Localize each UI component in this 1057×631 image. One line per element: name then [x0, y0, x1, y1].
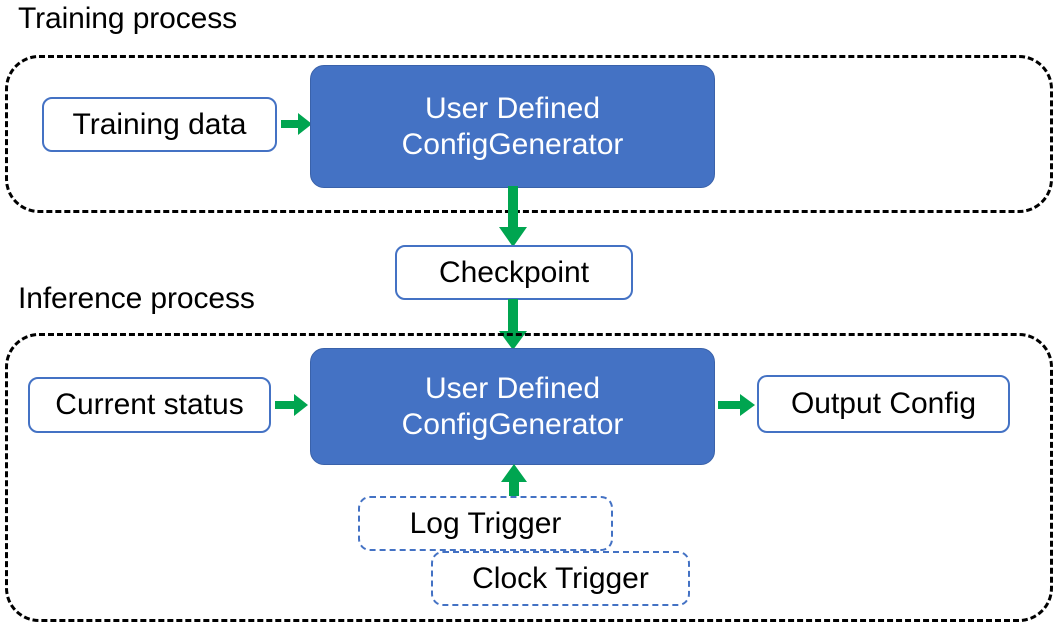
- output-config-box[interactable]: Output Config: [757, 375, 1010, 433]
- training-config-generator-block[interactable]: User Defined ConfigGenerator: [310, 65, 715, 188]
- arrow-generator-to-output-config: [718, 392, 756, 418]
- arrow-current-status-to-generator: [275, 392, 309, 418]
- arrow-training-data-to-generator: [281, 111, 313, 137]
- clock-trigger-box[interactable]: Clock Trigger: [431, 551, 690, 606]
- training-process-container: [5, 55, 1053, 213]
- training-section-title: Training process: [18, 2, 238, 35]
- inference-process-container: [5, 333, 1053, 622]
- training-data-box[interactable]: Training data: [42, 97, 277, 152]
- log-trigger-box[interactable]: Log Trigger: [358, 496, 613, 551]
- inference-config-generator-block[interactable]: User Defined ConfigGenerator: [310, 348, 715, 465]
- inference-generator-line1: User Defined: [424, 371, 601, 405]
- arrow-checkpoint-to-inference-generator: [498, 299, 528, 351]
- inference-generator-line2: ConfigGenerator: [401, 407, 624, 441]
- current-status-box[interactable]: Current status: [28, 377, 271, 433]
- training-generator-line1: User Defined: [424, 91, 601, 125]
- checkpoint-box[interactable]: Checkpoint: [395, 245, 633, 300]
- arrow-generator-to-checkpoint: [498, 186, 528, 248]
- inference-section-title: Inference process: [18, 282, 255, 315]
- arrow-log-trigger-to-generator: [500, 464, 528, 500]
- training-generator-line2: ConfigGenerator: [401, 127, 624, 161]
